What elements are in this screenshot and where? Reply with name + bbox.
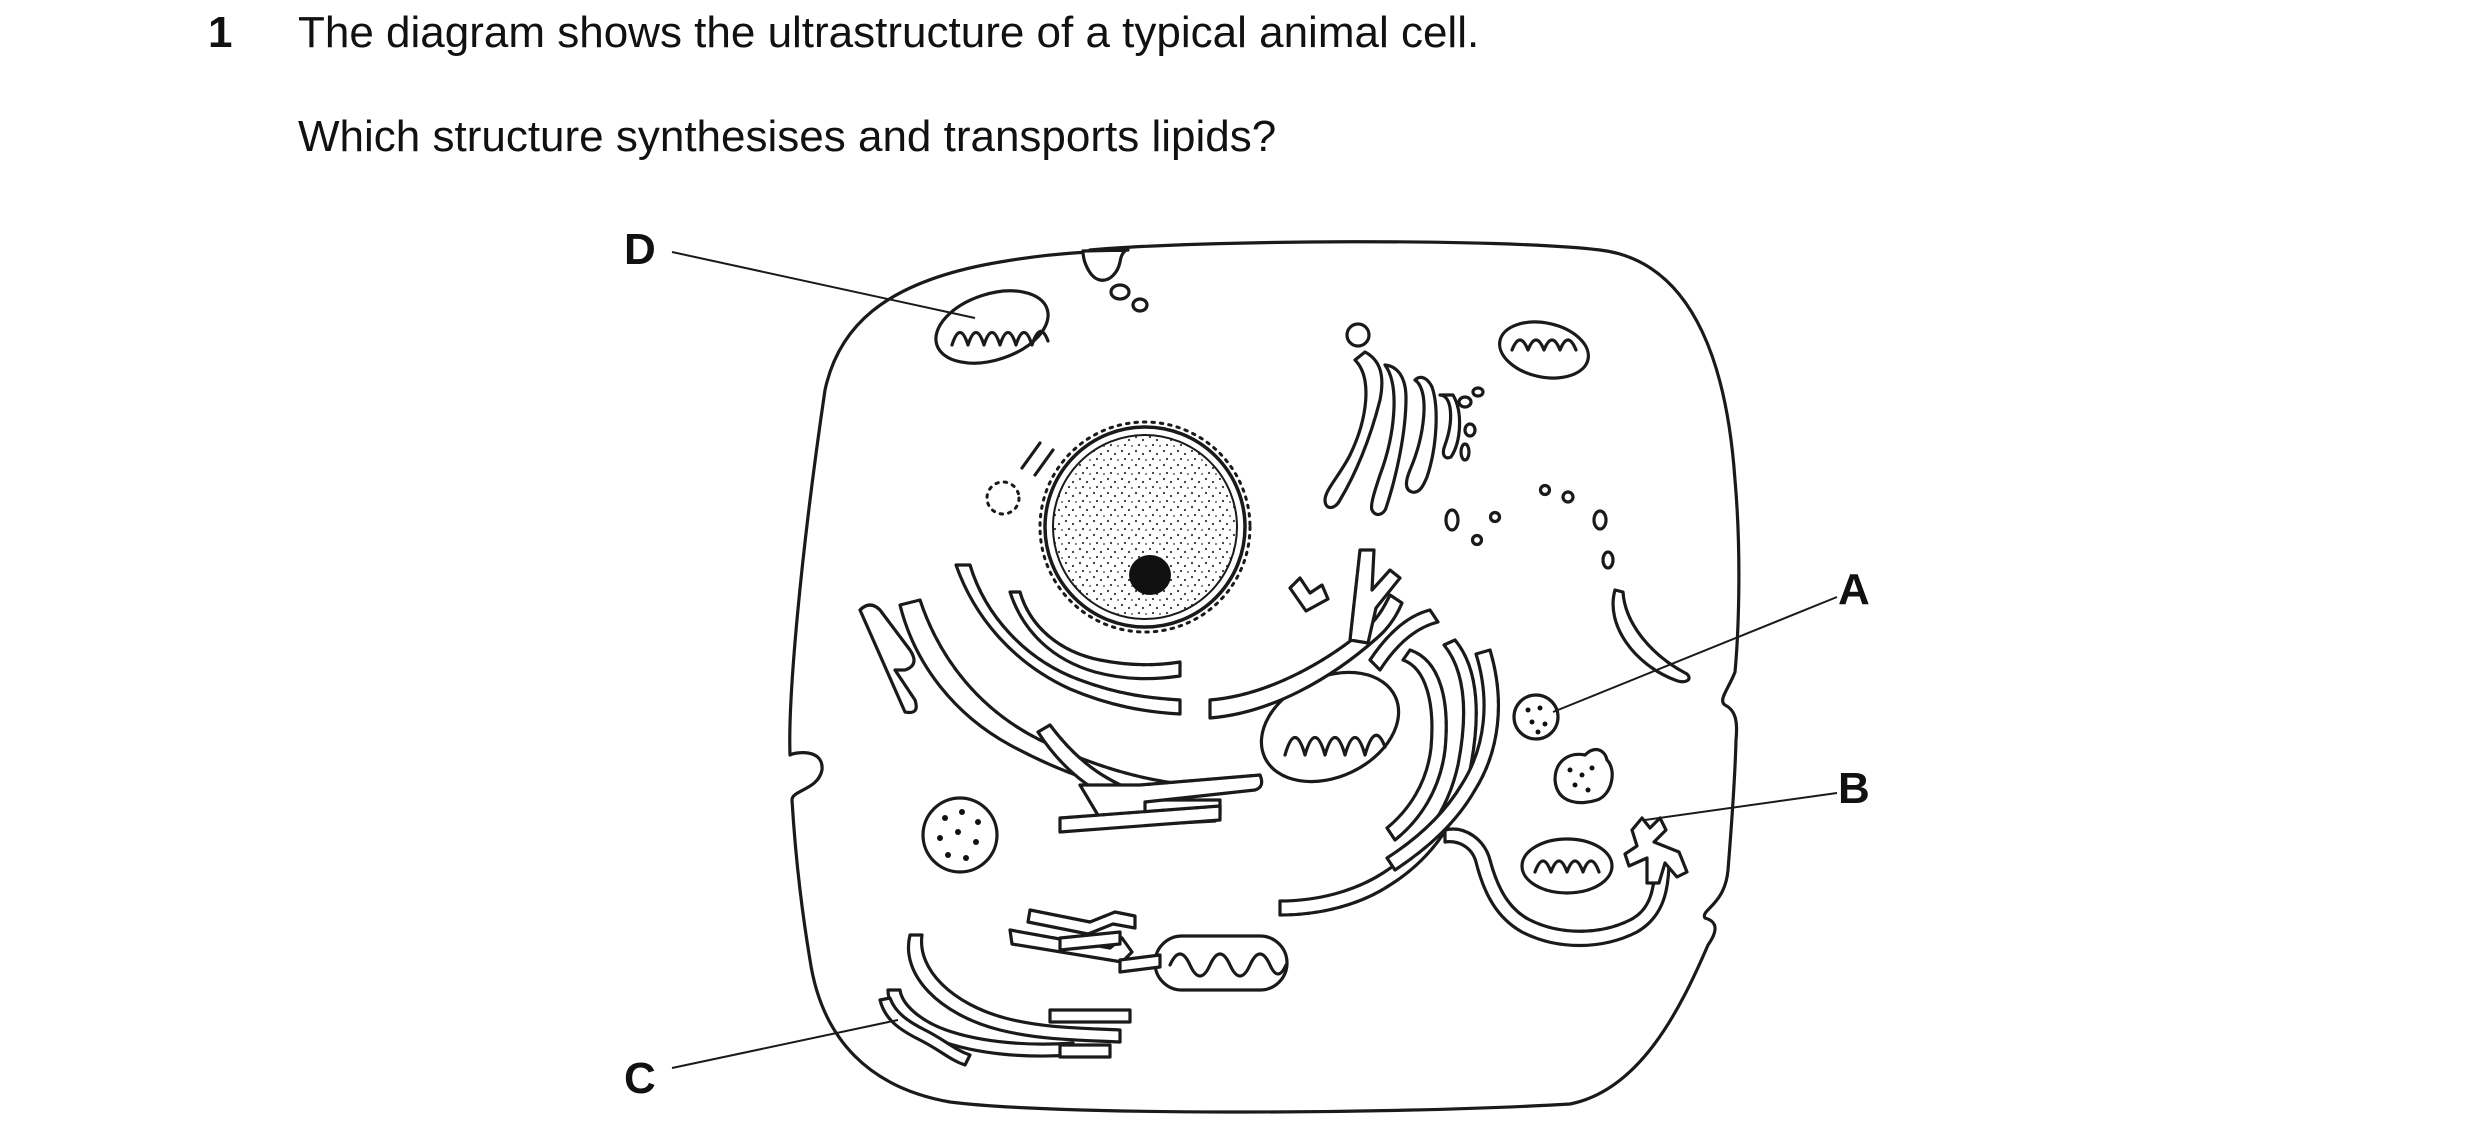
question-stem: The diagram shows the ultrastructure of …	[298, 8, 1480, 57]
secretory-vesicle	[1611, 588, 1691, 684]
rough-endoplasmic-reticulum	[1278, 548, 1671, 948]
label-a: A	[1838, 565, 1870, 614]
rough-endoplasmic-reticulum	[858, 563, 1404, 834]
vesicle	[1109, 283, 1131, 301]
mitochondrion	[934, 289, 1050, 365]
centriole	[985, 441, 1055, 516]
mitochondrion	[1498, 320, 1590, 380]
label-c-leader	[671, 1019, 899, 1069]
question-number: 1	[208, 8, 233, 57]
label-d-leader	[671, 251, 976, 319]
label-a-leader	[1552, 596, 1838, 713]
membrane-pit	[1081, 248, 1130, 282]
label-c: C	[624, 1054, 656, 1103]
lysosome	[1512, 693, 1560, 741]
smooth-endoplasmic-reticulum	[1623, 816, 1689, 885]
lysosome	[921, 796, 999, 874]
mitochondrion	[1520, 837, 1614, 895]
smooth-endoplasmic-reticulum-cisternae	[878, 933, 1132, 1067]
nucleus	[1038, 420, 1252, 634]
nucleolus	[1129, 555, 1171, 595]
golgi-apparatus	[1323, 322, 1615, 570]
lysosome	[1553, 747, 1614, 805]
label-b-leader	[1644, 792, 1838, 821]
label-b: B	[1838, 764, 1870, 813]
cell-membrane	[788, 240, 1741, 1114]
label-d: D	[624, 225, 656, 274]
question-prompt: Which structure synthesises and transpor…	[298, 112, 1277, 161]
rough-endoplasmic-reticulum	[1008, 908, 1162, 974]
vesicle	[1131, 297, 1149, 313]
mitochondrion	[1153, 934, 1289, 992]
